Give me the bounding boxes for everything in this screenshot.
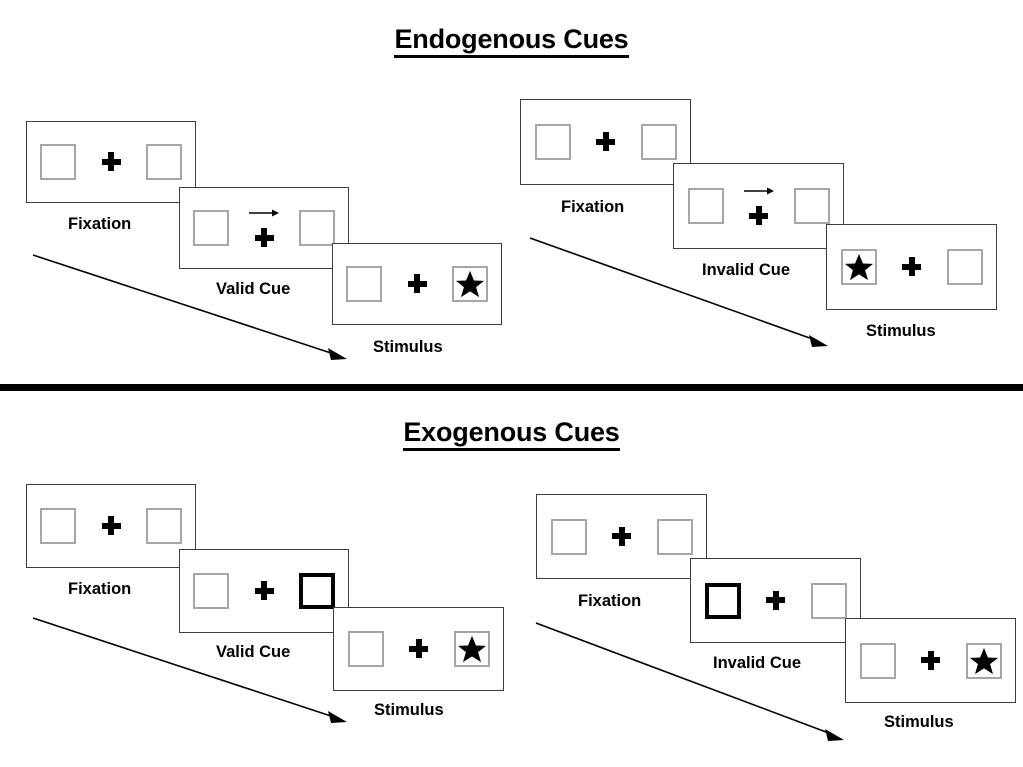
placeholder-box-left [859, 642, 896, 679]
placeholder-box-left [550, 518, 587, 555]
cue-arrow-right-icon [249, 209, 279, 217]
caption-exogenous-valid-stimulus: Stimulus [374, 701, 444, 719]
fixation-cross-icon [596, 132, 615, 151]
placeholder-box-left [534, 124, 571, 160]
placeholder-box-right [656, 518, 693, 555]
panel-exogenous-valid-cue [179, 549, 349, 633]
fixation-cue-column [94, 152, 128, 172]
placeholder-box-left [687, 188, 724, 224]
fixation-cross-icon [902, 257, 921, 276]
panel-endogenous-valid-stimulus [332, 243, 502, 325]
star-target-icon [455, 270, 485, 298]
endogenous-invalid-time-arrow [529, 237, 828, 347]
caption-exogenous-invalid-fixation: Fixation [578, 592, 642, 610]
fixation-cue-column [895, 257, 929, 277]
exogenous-invalid-time-arrow [535, 622, 844, 741]
caption-endogenous-valid-cue: Valid Cue [216, 280, 291, 298]
placeholder-box-right [452, 266, 488, 302]
placeholder-box-left [40, 144, 76, 180]
placeholder-box-right [965, 642, 1002, 679]
section-title-endogenous-text: Endogenous Cues [394, 24, 629, 58]
caption-endogenous-invalid-stimulus: Stimulus [866, 322, 936, 340]
star-target-icon [457, 635, 486, 663]
placeholder-box-right [640, 124, 677, 160]
fixation-cross-icon [407, 274, 427, 293]
section-title-exogenous-text: Exogenous Cues [403, 417, 620, 451]
star-target-icon [844, 253, 873, 281]
placeholder-box-left [40, 508, 76, 544]
caption-exogenous-valid-cue: Valid Cue [216, 643, 291, 661]
fixation-cue-column [247, 581, 281, 601]
fixation-cross-icon [921, 650, 940, 670]
fixation-cue-column [605, 526, 639, 546]
caption-endogenous-invalid-fixation: Fixation [561, 198, 625, 216]
panel-exogenous-invalid-stimulus [845, 618, 1016, 703]
placeholder-box-right [946, 249, 983, 285]
exogenous-valid-time-arrow [32, 617, 347, 723]
placeholder-box-right [453, 631, 490, 667]
placeholder-box-right-highlighted [299, 573, 335, 609]
panel-endogenous-invalid-fixation [520, 99, 691, 185]
caption-exogenous-invalid-cue: Invalid Cue [713, 654, 802, 672]
section-divider [0, 384, 1023, 391]
panel-endogenous-valid-cue [179, 187, 349, 269]
placeholder-box-left [840, 249, 877, 285]
panel-exogenous-invalid-cue [690, 558, 861, 643]
panel-exogenous-valid-stimulus [333, 607, 504, 691]
endogenous-cue-column [742, 186, 776, 226]
panel-endogenous-valid-fixation [26, 121, 196, 203]
caption-exogenous-invalid-stimulus: Stimulus [884, 713, 954, 731]
fixation-cue-column [402, 639, 436, 659]
placeholder-box-right [299, 210, 335, 246]
placeholder-box-right [146, 144, 182, 180]
placeholder-box-left [346, 266, 382, 302]
caption-endogenous-valid-fixation: Fixation [68, 215, 132, 233]
caption-endogenous-valid-stimulus: Stimulus [373, 338, 443, 356]
fixation-cross-icon [254, 228, 274, 247]
star-target-icon [969, 647, 998, 674]
fixation-cue-column [759, 590, 793, 610]
fixation-cross-icon [612, 526, 631, 546]
placeholder-box-right [810, 582, 847, 619]
fixation-cross-icon [409, 639, 428, 658]
caption-endogenous-invalid-cue: Invalid Cue [702, 261, 791, 279]
fixation-cue-column [400, 274, 434, 294]
fixation-cross-icon [101, 152, 121, 171]
caption-exogenous-valid-fixation: Fixation [68, 580, 132, 598]
fixation-cue-column [589, 132, 623, 152]
panel-exogenous-invalid-fixation [536, 494, 707, 579]
endogenous-valid-time-arrow [32, 254, 347, 360]
placeholder-box-right [146, 508, 182, 544]
placeholder-box-left-highlighted [704, 582, 741, 619]
section-title-endogenous: Endogenous Cues [0, 24, 1023, 58]
section-title-exogenous: Exogenous Cues [0, 417, 1023, 451]
placeholder-box-left [347, 631, 384, 667]
endogenous-cue-column [247, 208, 281, 248]
placeholder-box-left [193, 210, 229, 246]
fixation-cue-column [914, 650, 948, 670]
panel-endogenous-invalid-cue [673, 163, 844, 249]
fixation-cross-icon [101, 516, 121, 535]
fixation-cross-icon [766, 590, 785, 610]
placeholder-box-left [193, 573, 229, 609]
cue-arrow-right-icon [743, 187, 774, 195]
placeholder-box-right [793, 188, 830, 224]
fixation-cross-icon [749, 206, 768, 225]
fixation-cue-column [94, 516, 128, 536]
fixation-cross-icon [254, 581, 274, 600]
panel-endogenous-invalid-stimulus [826, 224, 997, 310]
panel-exogenous-valid-fixation [26, 484, 196, 568]
